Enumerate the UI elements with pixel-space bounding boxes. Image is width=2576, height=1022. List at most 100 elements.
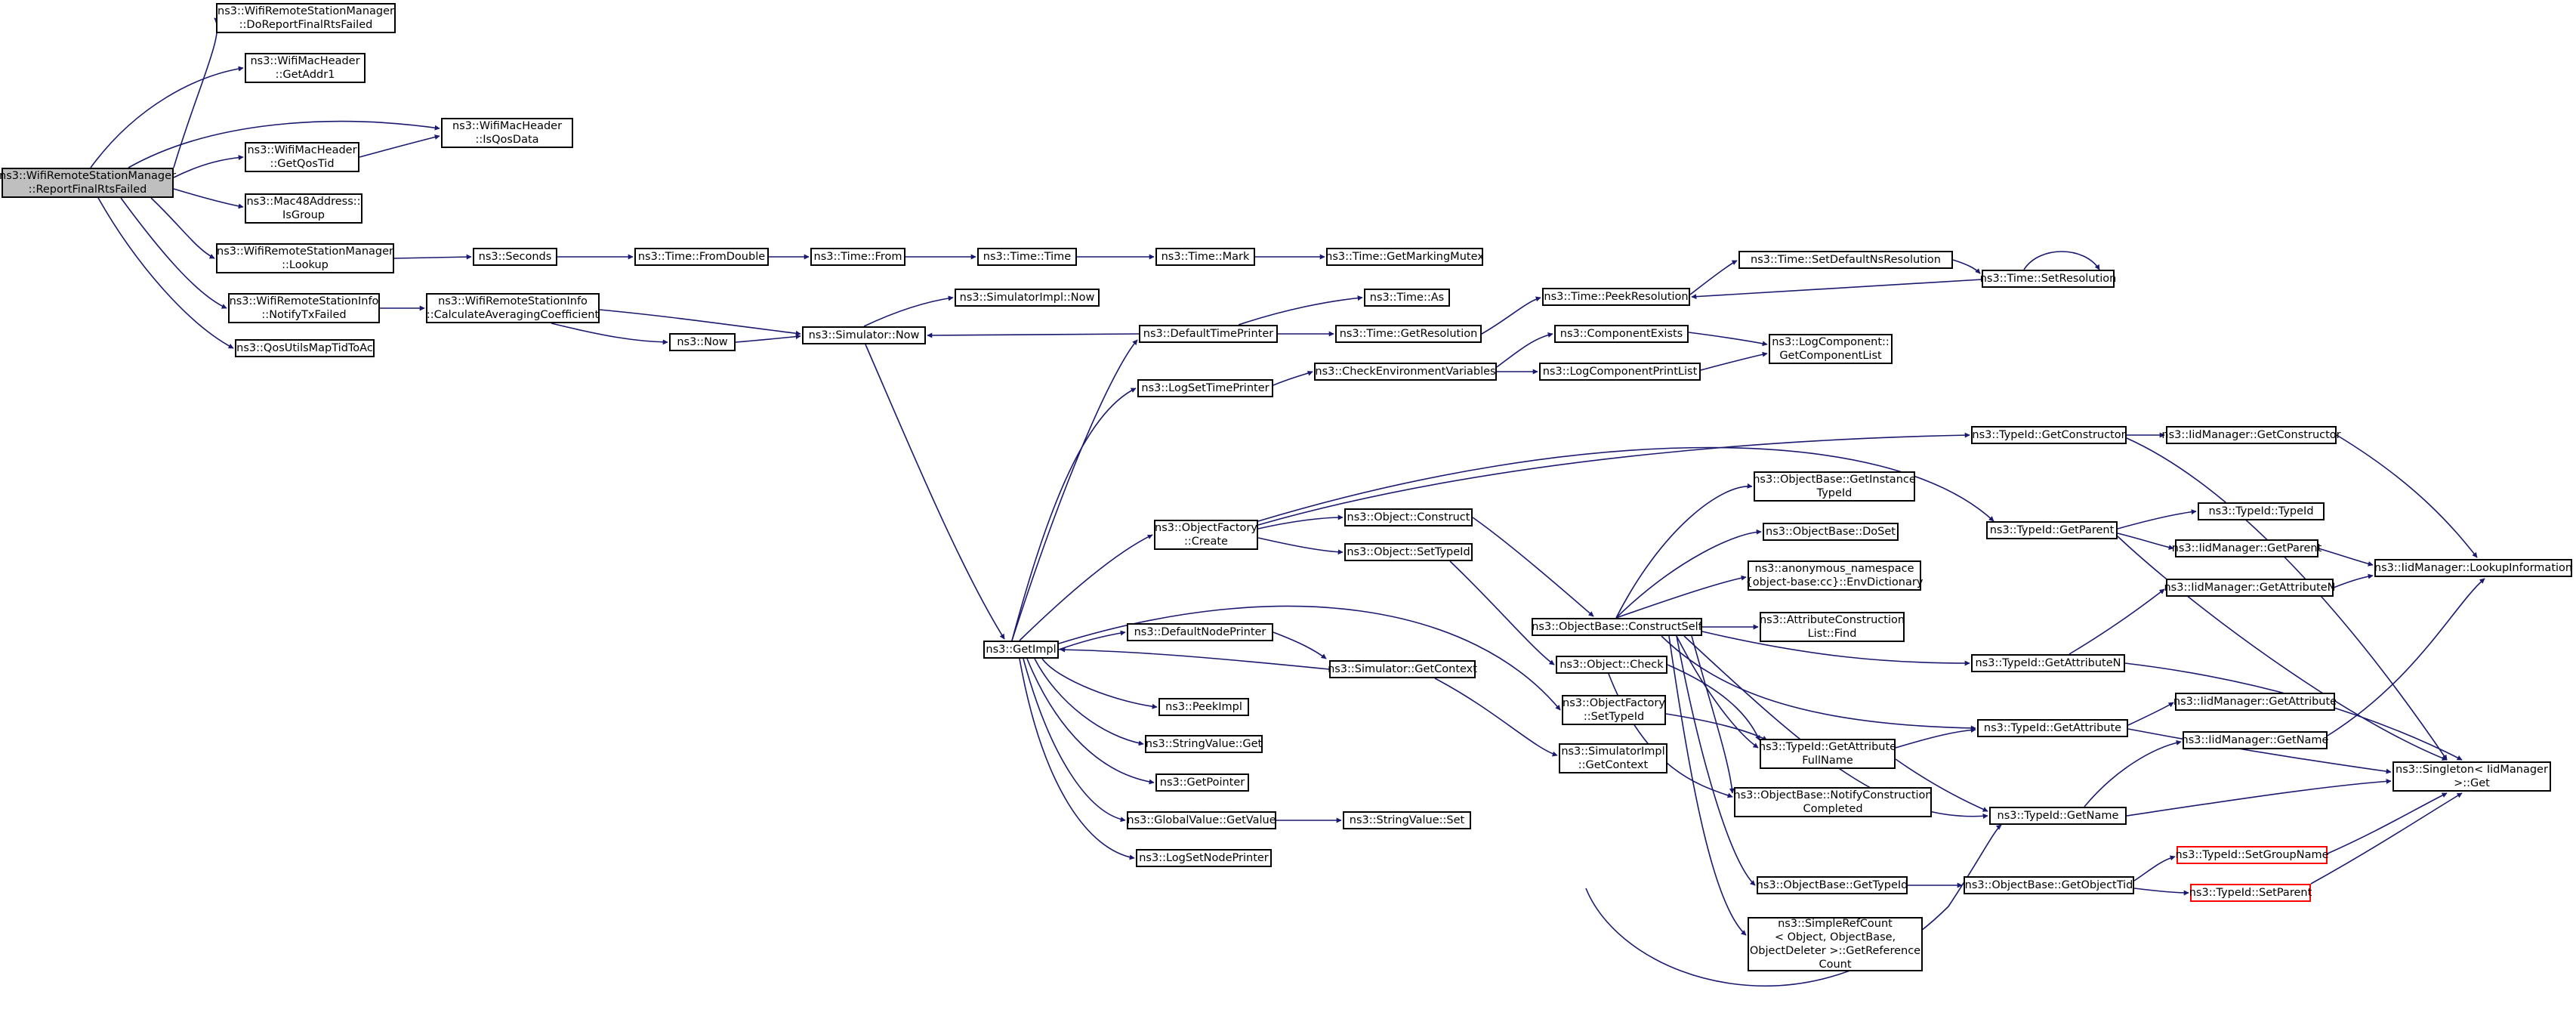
graph-node-label: {object-base:cc}::EnvDictionary bbox=[1745, 576, 1924, 588]
graph-node-lookup[interactable]: ns3::WifiRemoteStationManager::Lookup bbox=[216, 243, 394, 273]
graph-node-label: ns3::TypeId::TypeId bbox=[2208, 505, 2314, 517]
graph-node-simulatorNow[interactable]: ns3::Simulator::Now bbox=[802, 326, 926, 344]
graph-node-label: ns3::DefaultNodePrinter bbox=[1134, 626, 1266, 638]
graph-node-qosUtils[interactable]: ns3::QosUtilsMapTidToAc bbox=[235, 339, 375, 357]
graph-node-calcAvgCoef[interactable]: ns3::WifiRemoteStationInfo::CalculateAve… bbox=[426, 293, 600, 323]
graph-node-constructSelf[interactable]: ns3::ObjectBase::ConstructSelf bbox=[1532, 618, 1702, 636]
graph-node-typeIdGetName[interactable]: ns3::TypeId::GetName bbox=[1989, 807, 2127, 825]
graph-node-now[interactable]: ns3::Now bbox=[669, 333, 736, 351]
graph-node-logComponentPrintList[interactable]: ns3::LogComponentPrintList bbox=[1539, 363, 1701, 381]
call-edge bbox=[1615, 483, 1753, 619]
graph-node-label: GetComponentList bbox=[1779, 350, 1882, 362]
graph-node-fromDouble[interactable]: ns3::Time::FromDouble bbox=[634, 248, 769, 266]
graph-node-simpleRefCount[interactable]: ns3::SimpleRefCount< Object, ObjectBase,… bbox=[1748, 917, 1923, 971]
graph-node-setDefaultNsRes[interactable]: ns3::Time::SetDefaultNsResolution bbox=[1738, 251, 1953, 269]
graph-node-seconds[interactable]: ns3::Seconds bbox=[473, 248, 557, 266]
graph-node-iidGetConstructor[interactable]: ns3::IidManager::GetConstructor bbox=[2161, 426, 2341, 444]
graph-node-label: ns3::ObjectBase::GetTypeId bbox=[1756, 879, 1908, 891]
call-edge bbox=[927, 332, 1140, 338]
call-edge bbox=[1691, 635, 1735, 794]
graph-node-objFactoryCreate[interactable]: ns3::ObjectFactory::Create bbox=[1154, 520, 1258, 550]
graph-node-isQosData[interactable]: ns3::WifiMacHeader::IsQosData bbox=[441, 118, 573, 148]
graph-node-objectCheck[interactable]: ns3::Object::Check bbox=[1556, 656, 1667, 674]
graph-node-getParent[interactable]: ns3::TypeId::GetParent bbox=[1986, 521, 2118, 539]
graph-node-getAttribute[interactable]: ns3::TypeId::GetAttribute bbox=[1977, 719, 2128, 737]
graph-node-componentExists[interactable]: ns3::ComponentExists bbox=[1554, 325, 1689, 343]
graph-node-getQosTid[interactable]: ns3::WifiMacHeader::GetQosTid bbox=[245, 142, 359, 172]
graph-node-defaultTimePrinter[interactable]: ns3::DefaultTimePrinter bbox=[1139, 325, 1278, 343]
graph-node-iidGetAttribute[interactable]: ns3::IidManager::GetAttribute bbox=[2173, 693, 2337, 711]
graph-node-getAddr1[interactable]: ns3::WifiMacHeader::GetAddr1 bbox=[245, 53, 366, 83]
graph-node-doReportFinalRtsFailed[interactable]: ns3::WifiRemoteStationManager::DoReportF… bbox=[216, 3, 396, 33]
graph-node-simImplGetContext[interactable]: ns3::SimulatorImpl::GetContext bbox=[1559, 743, 1667, 773]
graph-node-getMarkingMutex[interactable]: ns3::Time::GetMarkingMutex bbox=[1325, 248, 1484, 266]
graph-node-checkEnvVars[interactable]: ns3::CheckEnvironmentVariables bbox=[1314, 363, 1497, 381]
call-edge bbox=[1691, 279, 1982, 300]
call-edge bbox=[1023, 658, 1126, 823]
graph-node-iidGetParent[interactable]: ns3::IidManager::GetParent bbox=[2172, 539, 2321, 557]
graph-node-label: ns3::Time::As bbox=[1369, 292, 1445, 304]
graph-node-globalValueGetValue[interactable]: ns3::GlobalValue::GetValue bbox=[1127, 811, 1276, 829]
call-edge bbox=[1257, 537, 1344, 555]
graph-node-envDictionary[interactable]: ns3::anonymous_namespace{object-base:cc}… bbox=[1745, 560, 1924, 591]
graph-node-logSetNodePrinter[interactable]: ns3::LogSetNodePrinter bbox=[1136, 849, 1272, 867]
graph-node-iidGetAttributeN[interactable]: ns3::IidManager::GetAttributeN bbox=[2164, 579, 2336, 597]
call-edge bbox=[2327, 792, 2448, 854]
call-edge bbox=[1952, 259, 1981, 274]
graph-node-peekImpl[interactable]: ns3::PeekImpl bbox=[1158, 698, 1249, 716]
graph-node-timeMark[interactable]: ns3::Time::Mark bbox=[1155, 248, 1255, 266]
graph-node-lookupInformation[interactable]: ns3::IidManager::LookupInformation bbox=[2374, 559, 2572, 577]
call-edge bbox=[1676, 635, 1756, 886]
graph-node-singletonGet[interactable]: ns3::Singleton< IidManager>::Get bbox=[2392, 761, 2551, 792]
graph-node-doSet[interactable]: ns3::ObjectBase::DoSet bbox=[1763, 523, 1899, 541]
graph-node-label: ns3::IidManager::GetConstructor bbox=[2161, 429, 2341, 441]
graph-node-label: ns3::LogSetTimePrinter bbox=[1141, 382, 1269, 394]
graph-node-label: ::DoReportFinalRtsFailed bbox=[239, 19, 373, 31]
graph-node-iidGetName[interactable]: ns3::IidManager::GetName bbox=[2182, 731, 2328, 749]
graph-node-objFactorySetTypeId[interactable]: ns3::ObjectFactory::SetTypeId bbox=[1562, 695, 1666, 725]
graph-node-getPointer[interactable]: ns3::GetPointer bbox=[1155, 773, 1249, 792]
graph-node-setGroupName[interactable]: ns3::TypeId::SetGroupName bbox=[2175, 846, 2329, 864]
graph-node-getConstructor[interactable]: ns3::TypeId::GetConstructor bbox=[1971, 426, 2127, 444]
graph-node-setResolution[interactable]: ns3::Time::SetResolution bbox=[1980, 270, 2116, 288]
graph-node-peekResolution[interactable]: ns3::Time::PeekResolution bbox=[1542, 288, 1690, 306]
graph-node-objBaseGetTypeId[interactable]: ns3::ObjectBase::GetTypeId bbox=[1757, 876, 1908, 894]
graph-node-label: ns3::IidManager::LookupInformation bbox=[2374, 562, 2573, 574]
graph-node-isGroup[interactable]: ns3::Mac48Address::IsGroup bbox=[245, 193, 362, 224]
call-edge bbox=[1472, 517, 1594, 617]
graph-node-typeIdTypeId[interactable]: ns3::TypeId::TypeId bbox=[2198, 502, 2325, 520]
graph-node-objectSetTypeId[interactable]: ns3::Object::SetTypeId bbox=[1344, 543, 1473, 561]
graph-node-label: IsGroup bbox=[282, 209, 325, 221]
graph-node-objectConstruct[interactable]: ns3::Object::Construct bbox=[1344, 508, 1473, 526]
call-edge bbox=[1257, 446, 1994, 522]
graph-node-setParent[interactable]: ns3::TypeId::SetParent bbox=[2189, 884, 2312, 902]
graph-node-timeAs[interactable]: ns3::Time::As bbox=[1364, 289, 1450, 307]
graph-node-getAttributeN[interactable]: ns3::TypeId::GetAttributeN bbox=[1971, 654, 2125, 672]
graph-node-label: ns3::TypeId::GetName bbox=[1997, 810, 2119, 822]
graph-node-getComponentList[interactable]: ns3::LogComponent::GetComponentList bbox=[1769, 334, 1893, 364]
graph-node-label: List::Find bbox=[1807, 628, 1857, 640]
call-edge bbox=[1481, 296, 1541, 335]
graph-node-timeTime[interactable]: ns3::Time::Time bbox=[977, 248, 1077, 266]
graph-node-stringValueGet[interactable]: ns3::StringValue::Get bbox=[1145, 735, 1263, 753]
call-edge bbox=[1058, 630, 1126, 650]
graph-node-simGetContext[interactable]: ns3::Simulator::GetContext bbox=[1328, 660, 1477, 678]
graph-node-label: ns3::IidManager::GetAttributeN bbox=[2164, 582, 2336, 594]
graph-node-defaultNodePrinter[interactable]: ns3::DefaultNodePrinter bbox=[1127, 623, 1273, 641]
graph-node-label: ::GetContext bbox=[1578, 759, 1649, 771]
graph-node-label: ns3::IidManager::GetParent bbox=[2171, 542, 2322, 554]
graph-node-stringValueSet[interactable]: ns3::StringValue::Set bbox=[1343, 811, 1471, 829]
call-edge bbox=[1449, 560, 1555, 665]
graph-node-getResolution[interactable]: ns3::Time::GetResolution bbox=[1335, 325, 1482, 343]
graph-node-timeFrom[interactable]: ns3::Time::From bbox=[810, 248, 905, 266]
graph-node-simImplNow[interactable]: ns3::SimulatorImpl::Now bbox=[955, 289, 1100, 307]
graph-node-getObjectTid[interactable]: ns3::ObjectBase::GetObjectTid bbox=[1964, 876, 2134, 894]
graph-node-notifyTxFailed[interactable]: ns3::WifiRemoteStationInfo::NotifyTxFail… bbox=[228, 293, 380, 323]
graph-node-getImpl[interactable]: ns3::GetImpl bbox=[983, 641, 1059, 659]
graph-node-label: ns3::WifiMacHeader bbox=[250, 55, 360, 67]
graph-node-logSetTimePrinter[interactable]: ns3::LogSetTimePrinter bbox=[1137, 379, 1273, 397]
